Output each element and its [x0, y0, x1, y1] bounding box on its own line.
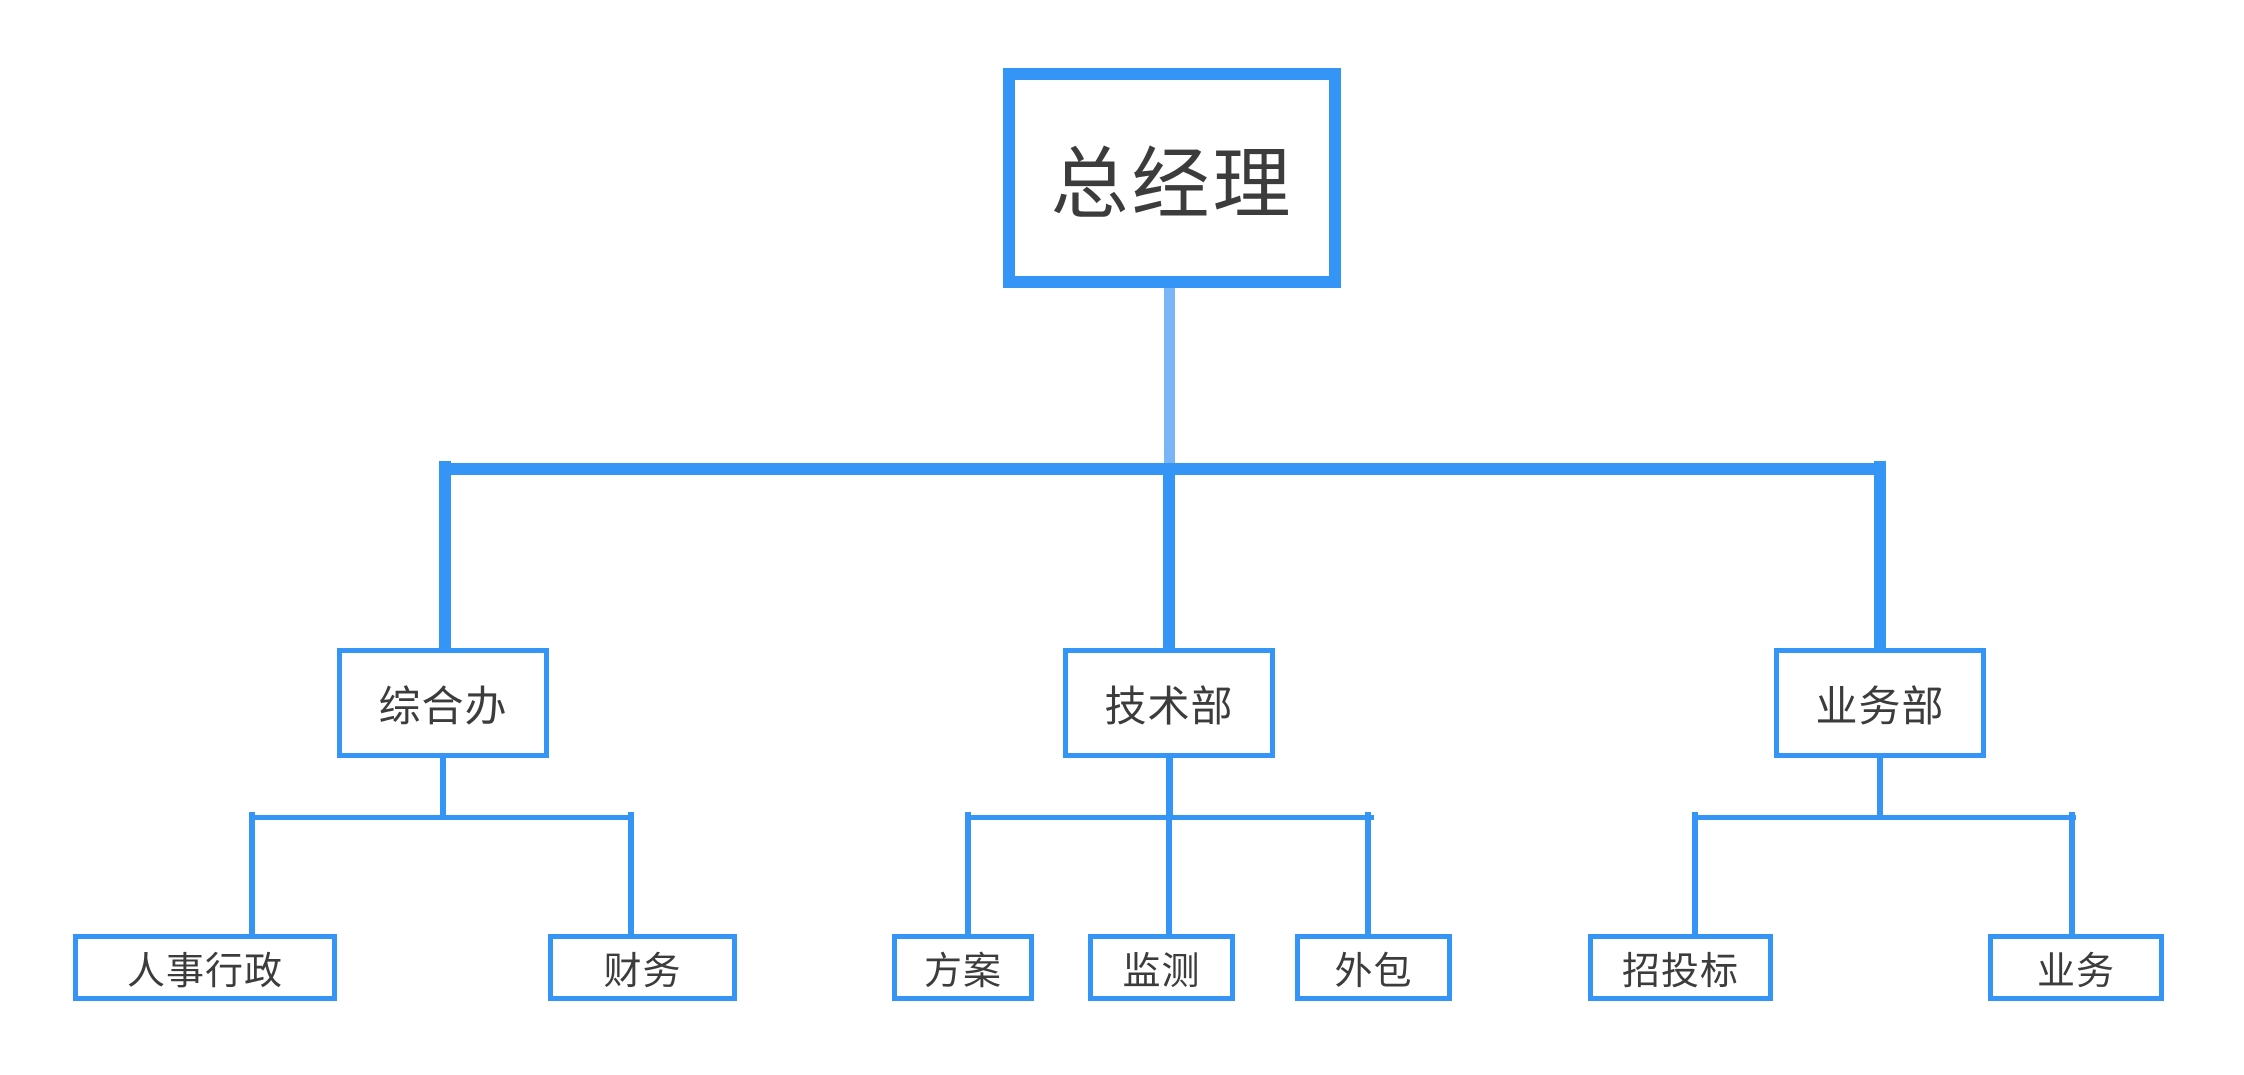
node-bidding-label: 招投标 — [1621, 951, 1739, 993]
connector-drop-hr-admin — [249, 812, 255, 934]
node-hr-admin-label: 人事行政 — [126, 951, 283, 993]
node-outsource-label: 外包 — [1334, 951, 1413, 993]
node-bidding: 招投标 — [1588, 934, 1773, 1001]
connector-main-bar-center-drop — [1163, 470, 1175, 648]
node-hr-admin: 人事行政 — [73, 934, 337, 1001]
node-dept-business: 业务部 — [1774, 648, 1986, 758]
connector-root-trunk — [1164, 288, 1175, 463]
connector-drop-plan — [965, 812, 971, 934]
node-plan: 方案 — [892, 934, 1034, 1001]
connector-main-bar-left-drop — [439, 461, 451, 648]
node-general-manager-label: 总经理 — [1050, 140, 1294, 228]
connector-dept1-bar — [253, 815, 634, 820]
node-business-label: 业务 — [2036, 951, 2115, 993]
connector-drop-bidding — [1692, 812, 1698, 934]
connector-dept1-stub — [440, 758, 446, 815]
connector-main-bar-right-drop — [1874, 461, 1886, 648]
node-dept-general-office-label: 综合办 — [378, 682, 508, 730]
connector-drop-business — [2069, 812, 2075, 934]
node-business: 业务 — [1988, 934, 2164, 1001]
connector-drop-monitor — [1166, 812, 1172, 934]
node-dept-technology-label: 技术部 — [1104, 682, 1234, 730]
node-finance: 财务 — [548, 934, 737, 1001]
connector-dept2-stub — [1166, 758, 1173, 815]
node-outsource: 外包 — [1295, 934, 1452, 1001]
node-general-manager: 总经理 — [1003, 68, 1341, 288]
node-monitor: 监测 — [1088, 934, 1235, 1001]
node-plan-label: 方案 — [923, 951, 1002, 993]
connector-main-bar — [439, 463, 1886, 475]
connector-dept3-bar — [1694, 815, 2076, 820]
node-monitor-label: 监测 — [1122, 951, 1201, 993]
connector-drop-finance — [628, 812, 634, 934]
node-dept-business-label: 业务部 — [1815, 682, 1945, 730]
connector-dept3-stub — [1877, 758, 1883, 815]
node-dept-general-office: 综合办 — [337, 648, 549, 758]
node-dept-technology: 技术部 — [1063, 648, 1275, 758]
node-finance-label: 财务 — [603, 951, 682, 993]
connector-dept2-bar — [966, 815, 1374, 820]
connector-drop-outsource — [1365, 812, 1371, 934]
